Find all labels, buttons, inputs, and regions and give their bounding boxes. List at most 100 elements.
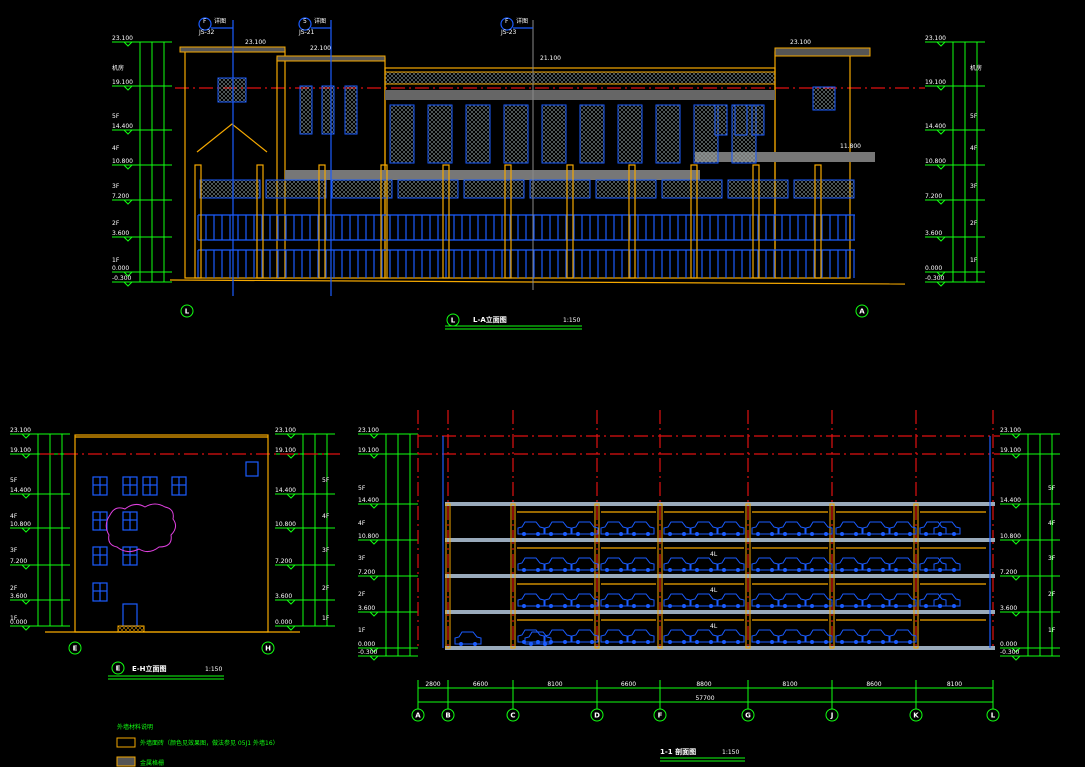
car-wheel [590, 568, 594, 572]
axis-label: G [745, 712, 751, 720]
window-grille [617, 104, 643, 164]
detail-note: 详图 [214, 17, 226, 25]
car-wheel [770, 568, 774, 572]
car-wheel [536, 568, 540, 572]
car-wheel [709, 604, 713, 608]
car [600, 557, 628, 571]
floor-label: 1F [358, 627, 366, 634]
axis-label: A [859, 308, 865, 316]
car-wheel [854, 568, 858, 572]
car-wheel [605, 604, 609, 608]
car [544, 557, 572, 571]
drawing-title: L-A立面图 [473, 315, 507, 324]
car-wheel [924, 604, 928, 608]
car-wheel [783, 604, 787, 608]
axis-bubble [741, 708, 755, 722]
level-value: 7.200 [10, 558, 27, 565]
floor-label: 4F [970, 145, 978, 152]
axis-label: L [185, 308, 190, 316]
car-wheel [894, 568, 898, 572]
car [862, 521, 890, 535]
car-wheel [736, 568, 740, 572]
level-value: 7.200 [1000, 569, 1017, 576]
car-wheel [522, 604, 526, 608]
car [600, 521, 628, 535]
detail-number: 5 [303, 18, 307, 25]
car-wheel [924, 568, 928, 572]
car [690, 521, 718, 535]
car [751, 593, 779, 607]
car-wheel [840, 640, 844, 644]
window-grille [714, 104, 728, 136]
car-wheel [783, 568, 787, 572]
revision-cloud [105, 503, 177, 553]
level-marker [936, 164, 946, 170]
column [256, 164, 264, 279]
column [442, 164, 450, 279]
level-marker [369, 611, 379, 617]
level-value: 3.600 [10, 593, 27, 600]
entry-step [117, 625, 145, 633]
floor-label: 5F [358, 485, 366, 492]
car-wheel [668, 532, 672, 536]
canopy [285, 170, 700, 180]
level-marker [21, 493, 31, 499]
floor-label: 4F [358, 520, 366, 527]
column [814, 164, 822, 279]
car [835, 557, 863, 571]
axis-bubble [441, 708, 455, 722]
legend-item-label: 金属格栅 [140, 759, 164, 767]
car-wheel [756, 532, 760, 536]
car [517, 557, 545, 571]
car [835, 521, 863, 535]
detail-ref: JS-21 [298, 29, 315, 36]
floor-label: 5F [322, 477, 330, 484]
car-wheel [619, 604, 623, 608]
axis-bubble [653, 708, 667, 722]
car-wheel [605, 568, 609, 572]
car [778, 557, 806, 571]
column [318, 164, 326, 279]
floor-label: 4L [710, 587, 718, 594]
window [245, 461, 259, 477]
car [862, 593, 890, 607]
car [517, 629, 545, 643]
level-marker [1011, 647, 1021, 653]
car [751, 521, 779, 535]
detail-note: 详图 [516, 17, 528, 25]
level-marker [123, 41, 133, 47]
car [805, 593, 833, 607]
level-marker [369, 647, 379, 653]
car [571, 557, 599, 571]
total-dimension: 57700 [695, 695, 714, 702]
car-wheel [695, 568, 699, 572]
window-grille [503, 104, 529, 164]
car [717, 521, 745, 535]
level-value: 23.100 [358, 427, 379, 434]
car-wheel [576, 568, 580, 572]
floor-label: 2F [358, 591, 366, 598]
floor-slab [445, 538, 995, 542]
column [745, 503, 751, 649]
car-wheel [722, 568, 726, 572]
roof-level: 23.100 [245, 39, 266, 46]
balcony-grille [661, 179, 723, 199]
level-marker [21, 433, 31, 439]
car [919, 593, 947, 607]
car-wheel [529, 642, 533, 646]
car-wheel [590, 532, 594, 536]
column [566, 164, 574, 279]
car-wheel [756, 640, 760, 644]
level-marker [123, 199, 133, 205]
car-wheel [824, 640, 828, 644]
car [600, 593, 628, 607]
axis-bubble [855, 304, 869, 318]
drawing-scale: 1:150 [722, 749, 739, 756]
car-wheel [867, 532, 871, 536]
balcony-grille [463, 179, 525, 199]
car [835, 629, 863, 643]
car [517, 521, 545, 535]
detail-note: 详图 [314, 17, 326, 25]
axis-bubble [261, 641, 275, 655]
